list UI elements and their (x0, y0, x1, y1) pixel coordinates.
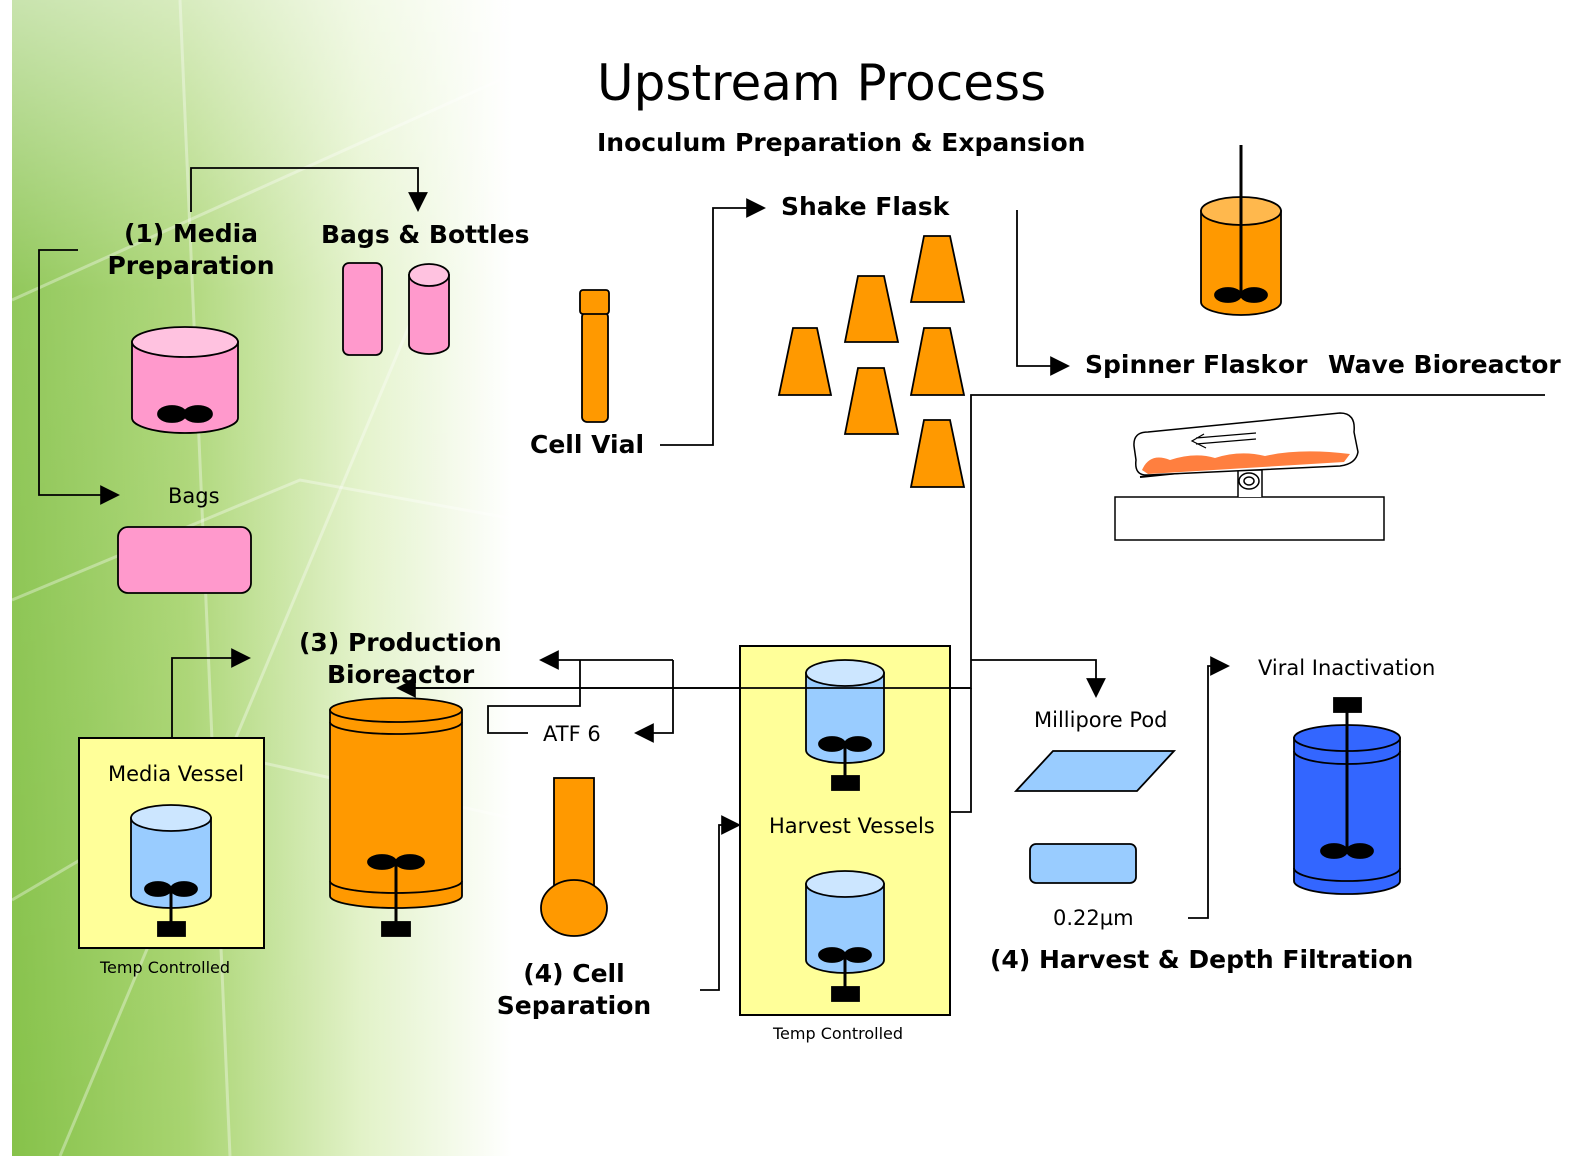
cell-vial-label: Cell Vial (530, 430, 645, 459)
page-title: Upstream Process (597, 54, 1047, 112)
connector-shake-to-spinner (1016, 210, 1070, 376)
media-prep-label-line2: Preparation (107, 251, 275, 280)
viral-inactivation-vessel-icon (1293, 697, 1401, 895)
atf-cell-separation-icon (540, 777, 608, 937)
bags-bottles-label: Bags & Bottles (321, 220, 530, 249)
wave-bioreactor-label: Wave Bioreactor (1328, 350, 1561, 379)
production-label-line1: (3) Production (299, 628, 502, 657)
shake-flask-6 (909, 419, 966, 488)
harvest-depth-label: (4) Harvest & Depth Filtration (990, 945, 1414, 974)
harvest-vessels-label: Harvest Vessels (769, 814, 935, 838)
media-prep-label-line1: (1) Media (123, 219, 259, 248)
wave-bioreactor-icon (1114, 412, 1385, 541)
connector-branch-to-harvest (951, 688, 972, 813)
harvest-vessel-top-front (805, 659, 885, 791)
filter-cartridge-icon (1029, 843, 1137, 884)
or-label: or (1278, 350, 1308, 379)
connector-media-vessel-to-production (171, 648, 251, 738)
spinner-flask-label: Spinner Flask (1085, 350, 1278, 379)
media-vessel-label: Media Vessel (108, 762, 245, 786)
connector-to-millipore (971, 659, 1106, 698)
shake-flask-2 (843, 275, 900, 343)
cell-sep-label-line1: (4) Cell (523, 959, 625, 988)
bags-label: Bags (168, 484, 220, 508)
shake-flask-3 (843, 367, 900, 435)
shake-flask-label: Shake Flask (781, 192, 950, 221)
production-label-line2: Bioreactor (327, 660, 475, 689)
filter-size-label: 0.22µm (1053, 906, 1134, 930)
connector-atf-loop (634, 660, 674, 743)
page-subtitle: Inoculum Preparation & Expansion (597, 128, 1086, 157)
atf-label: ATF 6 (543, 722, 601, 746)
shake-flask-1 (777, 327, 833, 396)
harvest-vessel-bottom-front (805, 870, 885, 1002)
bottle-icon (408, 263, 450, 355)
connector-atf-to-production (487, 660, 581, 734)
connector-media-to-bags (38, 249, 120, 505)
millipore-pod-icon (1013, 750, 1177, 792)
millipore-pod-label: Millipore Pod (1034, 708, 1168, 732)
connector-media-to-bags-bottles (190, 167, 428, 212)
cell-sep-label-line2: Separation (496, 991, 652, 1020)
bag-icon (117, 526, 252, 594)
connector-filter-to-viral (1188, 656, 1230, 919)
shake-flask-4 (909, 235, 966, 303)
spinner-flask-icon (1200, 145, 1282, 316)
media-vessel-icon-front (130, 804, 212, 937)
cell-vial-icon (579, 289, 610, 423)
temp-controlled-label-1: Temp Controlled (100, 958, 231, 977)
connector-cell-sep-to-harvest (700, 815, 741, 991)
media-prep-vessel-icon (131, 326, 239, 434)
shake-flask-5 (909, 327, 966, 396)
viral-inactivation-label: Viral Inactivation (1258, 656, 1436, 680)
connector-vial-to-shake (660, 198, 766, 446)
temp-controlled-label-2: Temp Controlled (773, 1024, 904, 1043)
production-bioreactor-icon (329, 697, 463, 937)
bag-icon-tall (342, 262, 383, 356)
shake-flask-icons (777, 235, 966, 488)
